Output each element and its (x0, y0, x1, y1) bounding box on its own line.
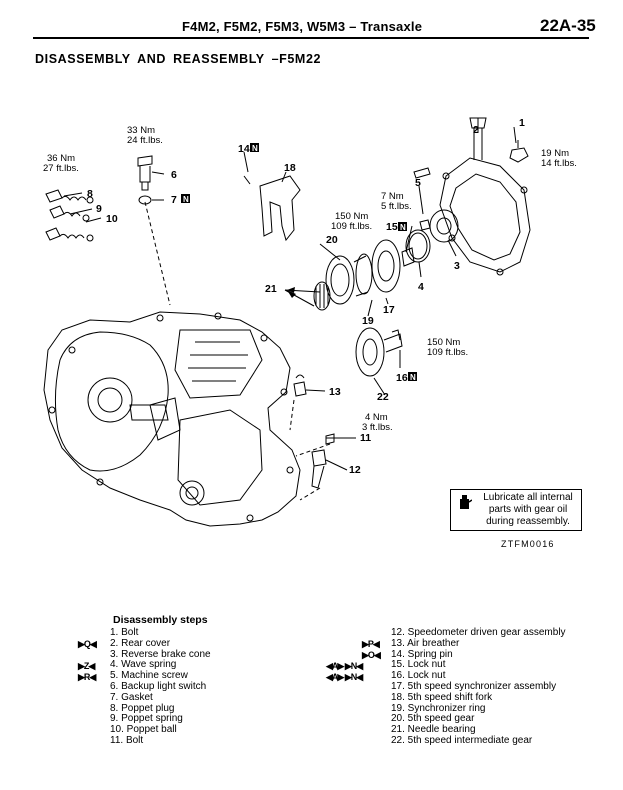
step-6: 6. Backup light switch (110, 680, 207, 692)
steps-left-column: 1. Bolt 2. Rear cover 3. Reverse brake c… (110, 627, 211, 747)
torque-1-nm: 19 Nm (541, 148, 569, 159)
rear-cover (439, 157, 531, 273)
oil-can-icon (460, 495, 472, 509)
torque-6-ftlbs: 24 ft.lbs. (127, 135, 163, 146)
step-3: 3. Reverse brake cone (110, 648, 211, 660)
callout-3: 3 (454, 260, 460, 272)
callout-13: 13 (329, 386, 341, 398)
torque-6-nm: 33 Nm (127, 125, 155, 136)
torque-15-nm: 150 Nm (335, 211, 368, 222)
transaxle-case (43, 311, 301, 527)
marker-step-2: ▶Q◀ (78, 639, 97, 649)
step-22: 22. 5th speed intermediate gear (391, 734, 533, 746)
callout-18: 18 (284, 162, 296, 174)
step-13: 13. Air breather (391, 637, 460, 649)
callout-2: 2 (473, 124, 479, 136)
marker-step-5: ▶R◀ (78, 672, 96, 682)
callout-6: 6 (171, 169, 177, 181)
step-15: 15. Lock nut (391, 659, 446, 671)
callout-16: 16 (396, 372, 408, 384)
callout-9: 9 (96, 203, 102, 215)
step-11: 11. Bolt (110, 734, 144, 746)
n-mark-7: N (183, 195, 189, 204)
callout-11: 11 (360, 432, 371, 444)
callout-21: 21 (265, 283, 277, 295)
figure-code: ZTFM0016 (501, 539, 555, 549)
callout-1: 1 (519, 117, 525, 129)
lubrication-note: Lubricate all internal parts with gear o… (450, 489, 582, 531)
new-part-marks: N N N N (181, 143, 417, 382)
callout-5: 5 (415, 177, 421, 189)
callout-14: 14 (238, 143, 250, 155)
step-10: 10. Poppet ball (110, 724, 177, 736)
callout-12: 12 (349, 464, 361, 476)
step-2: 2. Rear cover (110, 637, 171, 649)
torque-15-ftlbs: 109 ft.lbs. (331, 221, 372, 232)
header-title: F4M2, F5M2, F5M3, W5M3 – Transaxle (182, 19, 423, 34)
marker-step-14: ▶O◀ (362, 650, 381, 660)
callout-19: 19 (362, 315, 374, 327)
torque-11-ftlbs: 3 ft.lbs. (362, 422, 393, 433)
section-title: DISASSEMBLY AND REASSEMBLY –F5M22 (35, 52, 322, 66)
callout-7: 7 (171, 194, 177, 206)
step-9: 9. Poppet spring (110, 713, 183, 725)
page-number: 22A-35 (540, 16, 596, 35)
step-4: 4. Wave spring (110, 659, 177, 671)
step-5: 5. Machine screw (110, 670, 188, 682)
lubrication-note-text: Lubricate all internal parts with gear o… (483, 492, 573, 527)
torque-16-ftlbs: 109 ft.lbs. (427, 347, 468, 358)
step-8: 8. Poppet plug (110, 702, 175, 714)
step-14: 14. Spring pin (391, 648, 453, 660)
callout-4: 4 (418, 281, 424, 293)
n-mark-15: N (400, 223, 406, 232)
callout-17: 17 (383, 304, 395, 316)
callout-22: 22 (377, 391, 389, 403)
torque-16-nm: 150 Nm (427, 337, 460, 348)
marker-step-15: ◀A▶ ▶N◀ (326, 661, 363, 671)
step-1: 1. Bolt (110, 627, 139, 638)
marker-step-16: ◀A▶ ▶N◀ (326, 672, 363, 682)
marker-step-13: ▶P◀ (362, 639, 380, 649)
torque-11-nm: 4 Nm (365, 412, 388, 423)
torque-8-nm: 36 Nm (47, 153, 75, 164)
step-20: 20. 5th speed gear (391, 713, 475, 725)
callout-20: 20 (326, 234, 338, 246)
step-21: 21. Needle bearing (391, 724, 476, 736)
callout-15: 15 (386, 221, 398, 233)
marker-step-4: ▶Z◀ (78, 661, 95, 671)
steps-right-column: 12. Speedometer driven gear assembly 13.… (391, 627, 566, 747)
header-divider (33, 37, 589, 39)
callout-8: 8 (87, 188, 93, 200)
n-mark-14: N (252, 144, 258, 153)
torque-8-ftlbs: 27 ft.lbs. (43, 163, 79, 174)
step-19: 19. Synchronizer ring (391, 702, 486, 714)
step-16: 16. Lock nut (391, 670, 446, 682)
step-7: 7. Gasket (110, 691, 153, 703)
torque-5-nm: 7 Nm (381, 191, 404, 202)
callout-10: 10 (106, 213, 118, 225)
n-mark-16: N (410, 373, 416, 382)
torque-5-ftlbs: 5 ft.lbs. (381, 201, 412, 212)
step-17: 17. 5th speed synchronizer assembly (391, 680, 557, 692)
step-12: 12. Speedometer driven gear assembly (391, 627, 566, 638)
steps-title: Disassembly steps (113, 614, 208, 626)
torque-1-ftlbs: 14 ft.lbs. (541, 158, 577, 169)
step-18: 18. 5th speed shift fork (391, 691, 493, 703)
